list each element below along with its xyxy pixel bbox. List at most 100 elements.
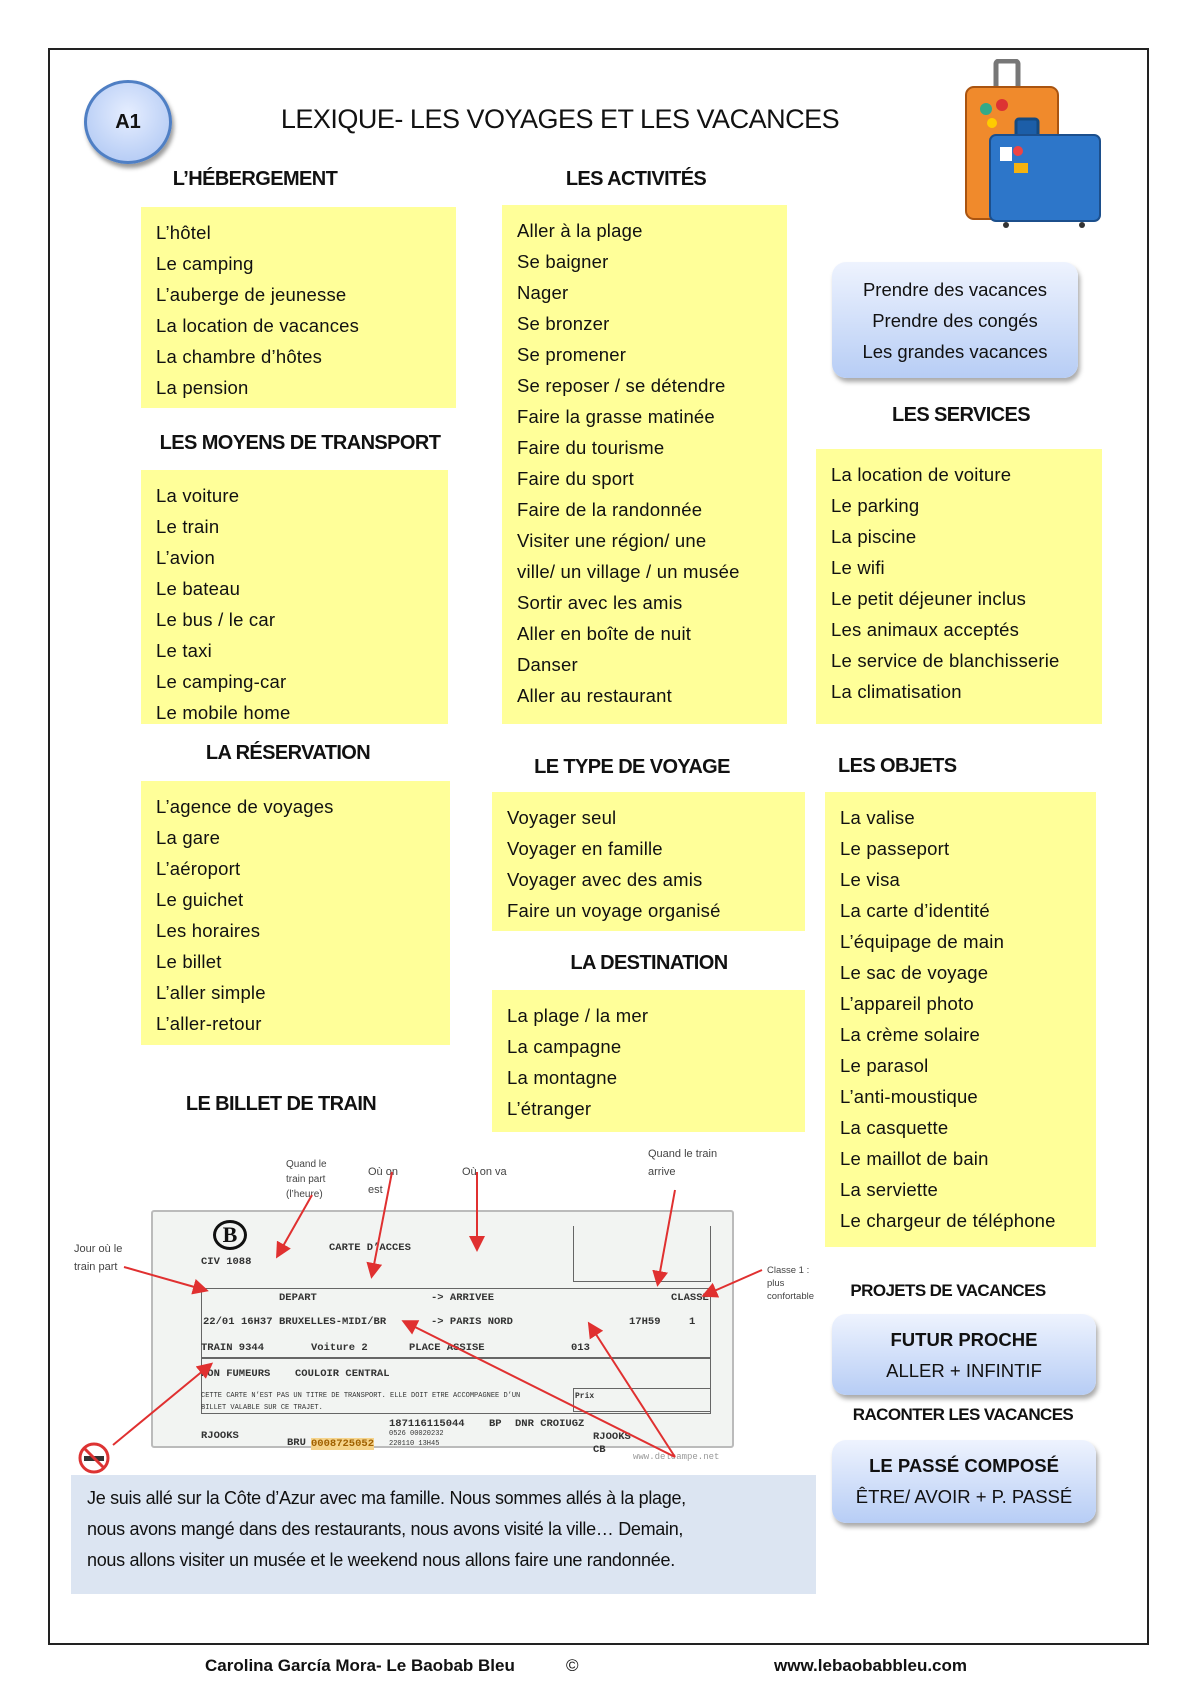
list-item: ville/ un village / un musée (517, 561, 740, 582)
ticket-watermark: www.delcampe.net (633, 1452, 720, 1462)
list-item: L’anti-moustique (840, 1086, 978, 1107)
heading-transport: LES MOYENS DE TRANSPORT (159, 432, 441, 454)
ticket-seat: 013 (571, 1342, 590, 1354)
list-item: Les grandes vacances (862, 341, 1048, 362)
heading-services: LES SERVICES (891, 404, 1031, 426)
list-item: Le sac de voyage (840, 962, 989, 983)
page-frame (48, 48, 1149, 1645)
passe-compose-formula: ÊTRE/ AVOIR + P. PASSÉ (855, 1486, 1073, 1507)
annotation-classe: Classe 1 : plus confortable (767, 1265, 815, 1302)
heading-reservation: LA RÉSERVATION (205, 742, 371, 764)
list-item: Le taxi (156, 640, 212, 661)
list-item: Voyager seul (507, 807, 617, 828)
ticket-arr-time: 17H59 (629, 1316, 661, 1328)
train-ticket-image: B CIV 1088 CARTE D’ACCES DEPART -> ARRIV… (151, 1210, 734, 1462)
ticket-time: 16H37 (241, 1316, 273, 1328)
heading-type-voyage: LE TYPE DE VOYAGE (534, 756, 730, 778)
list-item: Voyager en famille (507, 838, 663, 859)
ticket-notice: CETTE CARTE N’EST PAS UN TITRE DE TRANSP… (201, 1392, 521, 1400)
ticket-small: 220110 13H45 (389, 1440, 440, 1448)
list-item: Prendre des vacances (862, 279, 1048, 300)
list-item: Le visa (840, 869, 901, 890)
heading-objets: LES OBJETS (838, 755, 957, 777)
sncb-logo: B (213, 1220, 247, 1250)
annotation-arrive: Quand le train arrive (648, 1148, 718, 1178)
list-item: Voyager avec des amis (507, 869, 703, 890)
ticket-couloir: COULOIR CENTRAL (295, 1368, 390, 1380)
footer-copyright: © (566, 1656, 579, 1675)
annotation-jour: Jour où le train part (74, 1243, 123, 1273)
list-item: L’aller-retour (156, 1013, 262, 1034)
list-item: La voiture (156, 485, 240, 506)
heading-billet: LE BILLET DE TRAIN (185, 1093, 377, 1115)
list-item: L’appareil photo (840, 993, 974, 1014)
list-item: Danser (517, 654, 578, 675)
paragraph-line: Je suis allé sur la Côte d’Azur avec ma … (87, 1488, 686, 1508)
annotation-ou-on-va: Où on va (462, 1166, 507, 1178)
ticket-small: 0526 00020232 (389, 1430, 444, 1438)
list-item: La valise (840, 807, 915, 828)
annotation-heure: Quand le train part (l’heure) (286, 1159, 327, 1200)
list-item: Les animaux acceptés (831, 619, 1020, 640)
footer-website[interactable]: www.lebaobabbleu.com (774, 1656, 968, 1675)
list-item: La location de voiture (831, 464, 1012, 485)
list-item: La climatisation (831, 681, 962, 702)
list-item: L’auberge de jeunesse (156, 284, 347, 305)
list-item: Faire de la randonnée (517, 499, 703, 520)
list-item: Le service de blanchisserie (831, 650, 1060, 671)
list-item: Faire du sport (517, 468, 634, 489)
list-item: Le passeport (840, 838, 950, 859)
heading-hebergement: L’HÉBERGEMENT (172, 168, 338, 190)
example-paragraph: Je suis allé sur la Côte d’Azur avec ma … (71, 1475, 816, 1594)
ticket-depart: DEPART (279, 1292, 317, 1304)
ticket-arrivee: -> ARRIVEE (431, 1292, 495, 1304)
list-item: Les horaires (156, 920, 261, 941)
ticket-to: -> PARIS NORD (431, 1316, 513, 1328)
ticket-code: RJOOKS (201, 1430, 239, 1442)
list-item: La campagne (507, 1036, 622, 1057)
list-item: Aller à la plage (517, 220, 643, 241)
level-badge: A1 (84, 80, 172, 164)
ticket-place: PLACE ASSISE (409, 1342, 485, 1354)
passe-compose-title: LE PASSÉ COMPOSÉ (869, 1455, 1059, 1476)
list-item: Se baigner (517, 251, 609, 272)
passe-compose-bubble: LE PASSÉ COMPOSÉ ÊTRE/ AVOIR + P. PASSÉ (832, 1440, 1096, 1523)
list-item: L’étranger (507, 1098, 592, 1119)
annotation-ou-on-est: Où on est (368, 1166, 398, 1196)
list-item: La casquette (840, 1117, 949, 1138)
list-item: La carte d’identité (840, 900, 990, 921)
list-item: Sortir avec les amis (517, 592, 683, 613)
list-item: Aller au restaurant (517, 685, 672, 706)
list-item: La serviette (840, 1179, 939, 1200)
list-item: Le parking (831, 495, 920, 516)
list-item: Le billet (156, 951, 222, 972)
list-item: Visiter une région/ une (517, 530, 707, 551)
list-item: L’hôtel (156, 222, 211, 243)
futur-proche-formula: ALLER + INFINTIF (886, 1360, 1042, 1381)
list-item: Le mobile home (156, 702, 291, 723)
ticket-train: TRAIN 9344 (201, 1342, 265, 1354)
ticket-carte: CARTE D’ACCES (329, 1242, 411, 1254)
heading-raconter: RACONTER LES VACANCES (852, 1405, 1074, 1424)
heading-activites: LES ACTIVITÉS (565, 168, 707, 190)
ticket-number: 187116115044 (389, 1418, 465, 1430)
ticket-classe: 1 (689, 1316, 696, 1328)
list-item: La pension (156, 377, 249, 398)
ticket-fumeurs: NON FUMEURS (201, 1368, 271, 1380)
list-item: Le maillot de bain (840, 1148, 989, 1169)
footer-author: Carolina García Mora- Le Baobab Bleu (205, 1656, 515, 1675)
ticket-voiture: Voiture 2 (311, 1342, 368, 1354)
list-item: Le parasol (840, 1055, 929, 1076)
paragraph-line: nous allons visiter un musée et le weeke… (87, 1550, 675, 1570)
list-item: Prendre des congés (872, 310, 1038, 331)
list-item: L’équipage de main (840, 931, 1005, 952)
heading-projets: PROJETS DE VACANCES (850, 1281, 1046, 1300)
list-item: Faire la grasse matinée (517, 406, 715, 427)
list-item: La montagne (507, 1067, 618, 1088)
list-item: La chambre d’hôtes (156, 346, 323, 367)
list-item: Se bronzer (517, 313, 610, 334)
